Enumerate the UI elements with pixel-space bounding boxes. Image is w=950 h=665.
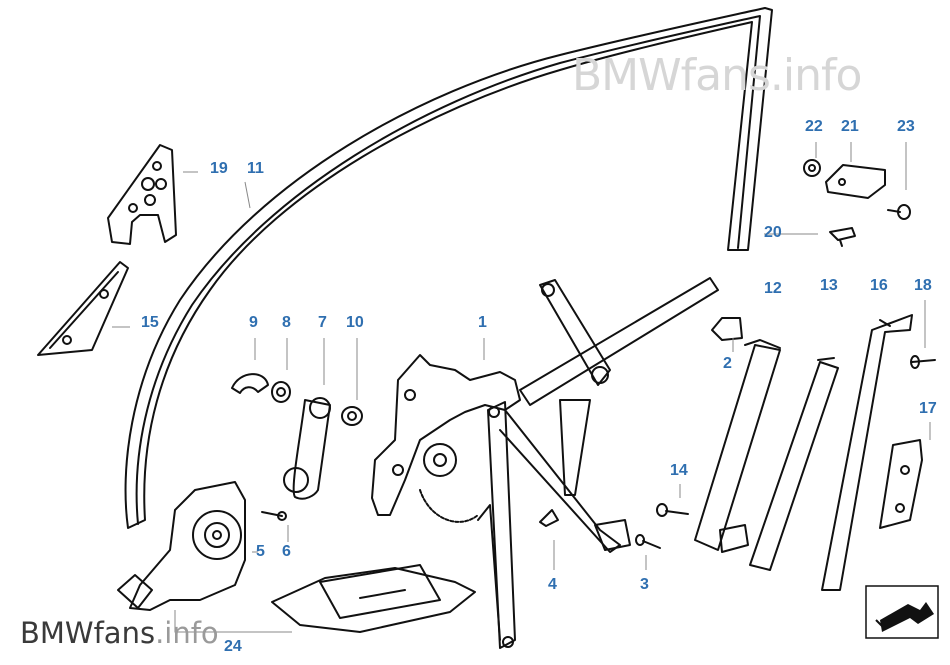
callout-10[interactable]: 10	[346, 314, 364, 331]
guide-rail-12	[694, 339, 781, 553]
watermark-bottom-suffix: .info	[155, 616, 219, 650]
callout-12[interactable]: 12	[764, 280, 782, 297]
callout-9[interactable]: 9	[249, 314, 258, 331]
callout-14[interactable]: 14	[670, 462, 688, 479]
callout-19[interactable]: 19	[210, 160, 228, 177]
callout-20[interactable]: 20	[764, 224, 782, 241]
leader-lines	[112, 142, 931, 633]
guide-rail-16	[821, 314, 913, 591]
callout-17[interactable]: 17	[919, 400, 937, 417]
callout-22[interactable]: 22	[805, 118, 823, 135]
bolt-14	[656, 503, 689, 517]
callout-4[interactable]: 4	[548, 576, 557, 593]
control-unit	[271, 564, 476, 633]
bracket-17	[879, 439, 923, 529]
button-20	[829, 227, 856, 247]
callout-7[interactable]: 7	[318, 314, 327, 331]
callout-6[interactable]: 6	[282, 543, 291, 560]
watermark-bottom-main: BMWfans	[20, 616, 156, 650]
window-regulator	[371, 277, 719, 649]
bushing-9	[231, 373, 269, 394]
callout-23[interactable]: 23	[897, 118, 915, 135]
screw-6	[261, 511, 287, 521]
callout-24[interactable]: 24	[224, 638, 242, 655]
nut-10	[341, 406, 363, 426]
pulley-belt	[283, 397, 331, 500]
callout-3[interactable]: 3	[640, 576, 649, 593]
clip-4	[539, 509, 559, 527]
clip-2	[711, 317, 743, 341]
callout-18[interactable]: 18	[914, 277, 932, 294]
bracket-21	[825, 164, 886, 199]
callout-16[interactable]: 16	[870, 277, 888, 294]
bolt-3	[635, 534, 661, 549]
window-motor	[117, 481, 246, 611]
down-left-arrow-icon[interactable]	[865, 585, 939, 639]
guide-rail-13	[749, 357, 839, 571]
callout-1[interactable]: 1	[478, 314, 487, 331]
bolt-23	[887, 204, 911, 220]
callout-15[interactable]: 15	[141, 314, 159, 331]
bushing-8	[271, 381, 291, 403]
vent-window-frame	[107, 144, 177, 245]
callout-11[interactable]: 11	[247, 160, 264, 177]
callout-2[interactable]: 2	[723, 355, 732, 372]
callout-5[interactable]: 5	[256, 543, 265, 560]
nut-22	[803, 159, 821, 177]
bolt-18	[910, 355, 936, 369]
window-frame-seal	[124, 7, 773, 529]
watermark-bottom: BMWfans.info	[20, 616, 219, 650]
callout-13[interactable]: 13	[820, 277, 838, 294]
watermark-top: BMWfans.info	[572, 50, 862, 101]
callout-8[interactable]: 8	[282, 314, 291, 331]
callout-21[interactable]: 21	[841, 118, 859, 135]
triangle-window	[37, 261, 129, 356]
